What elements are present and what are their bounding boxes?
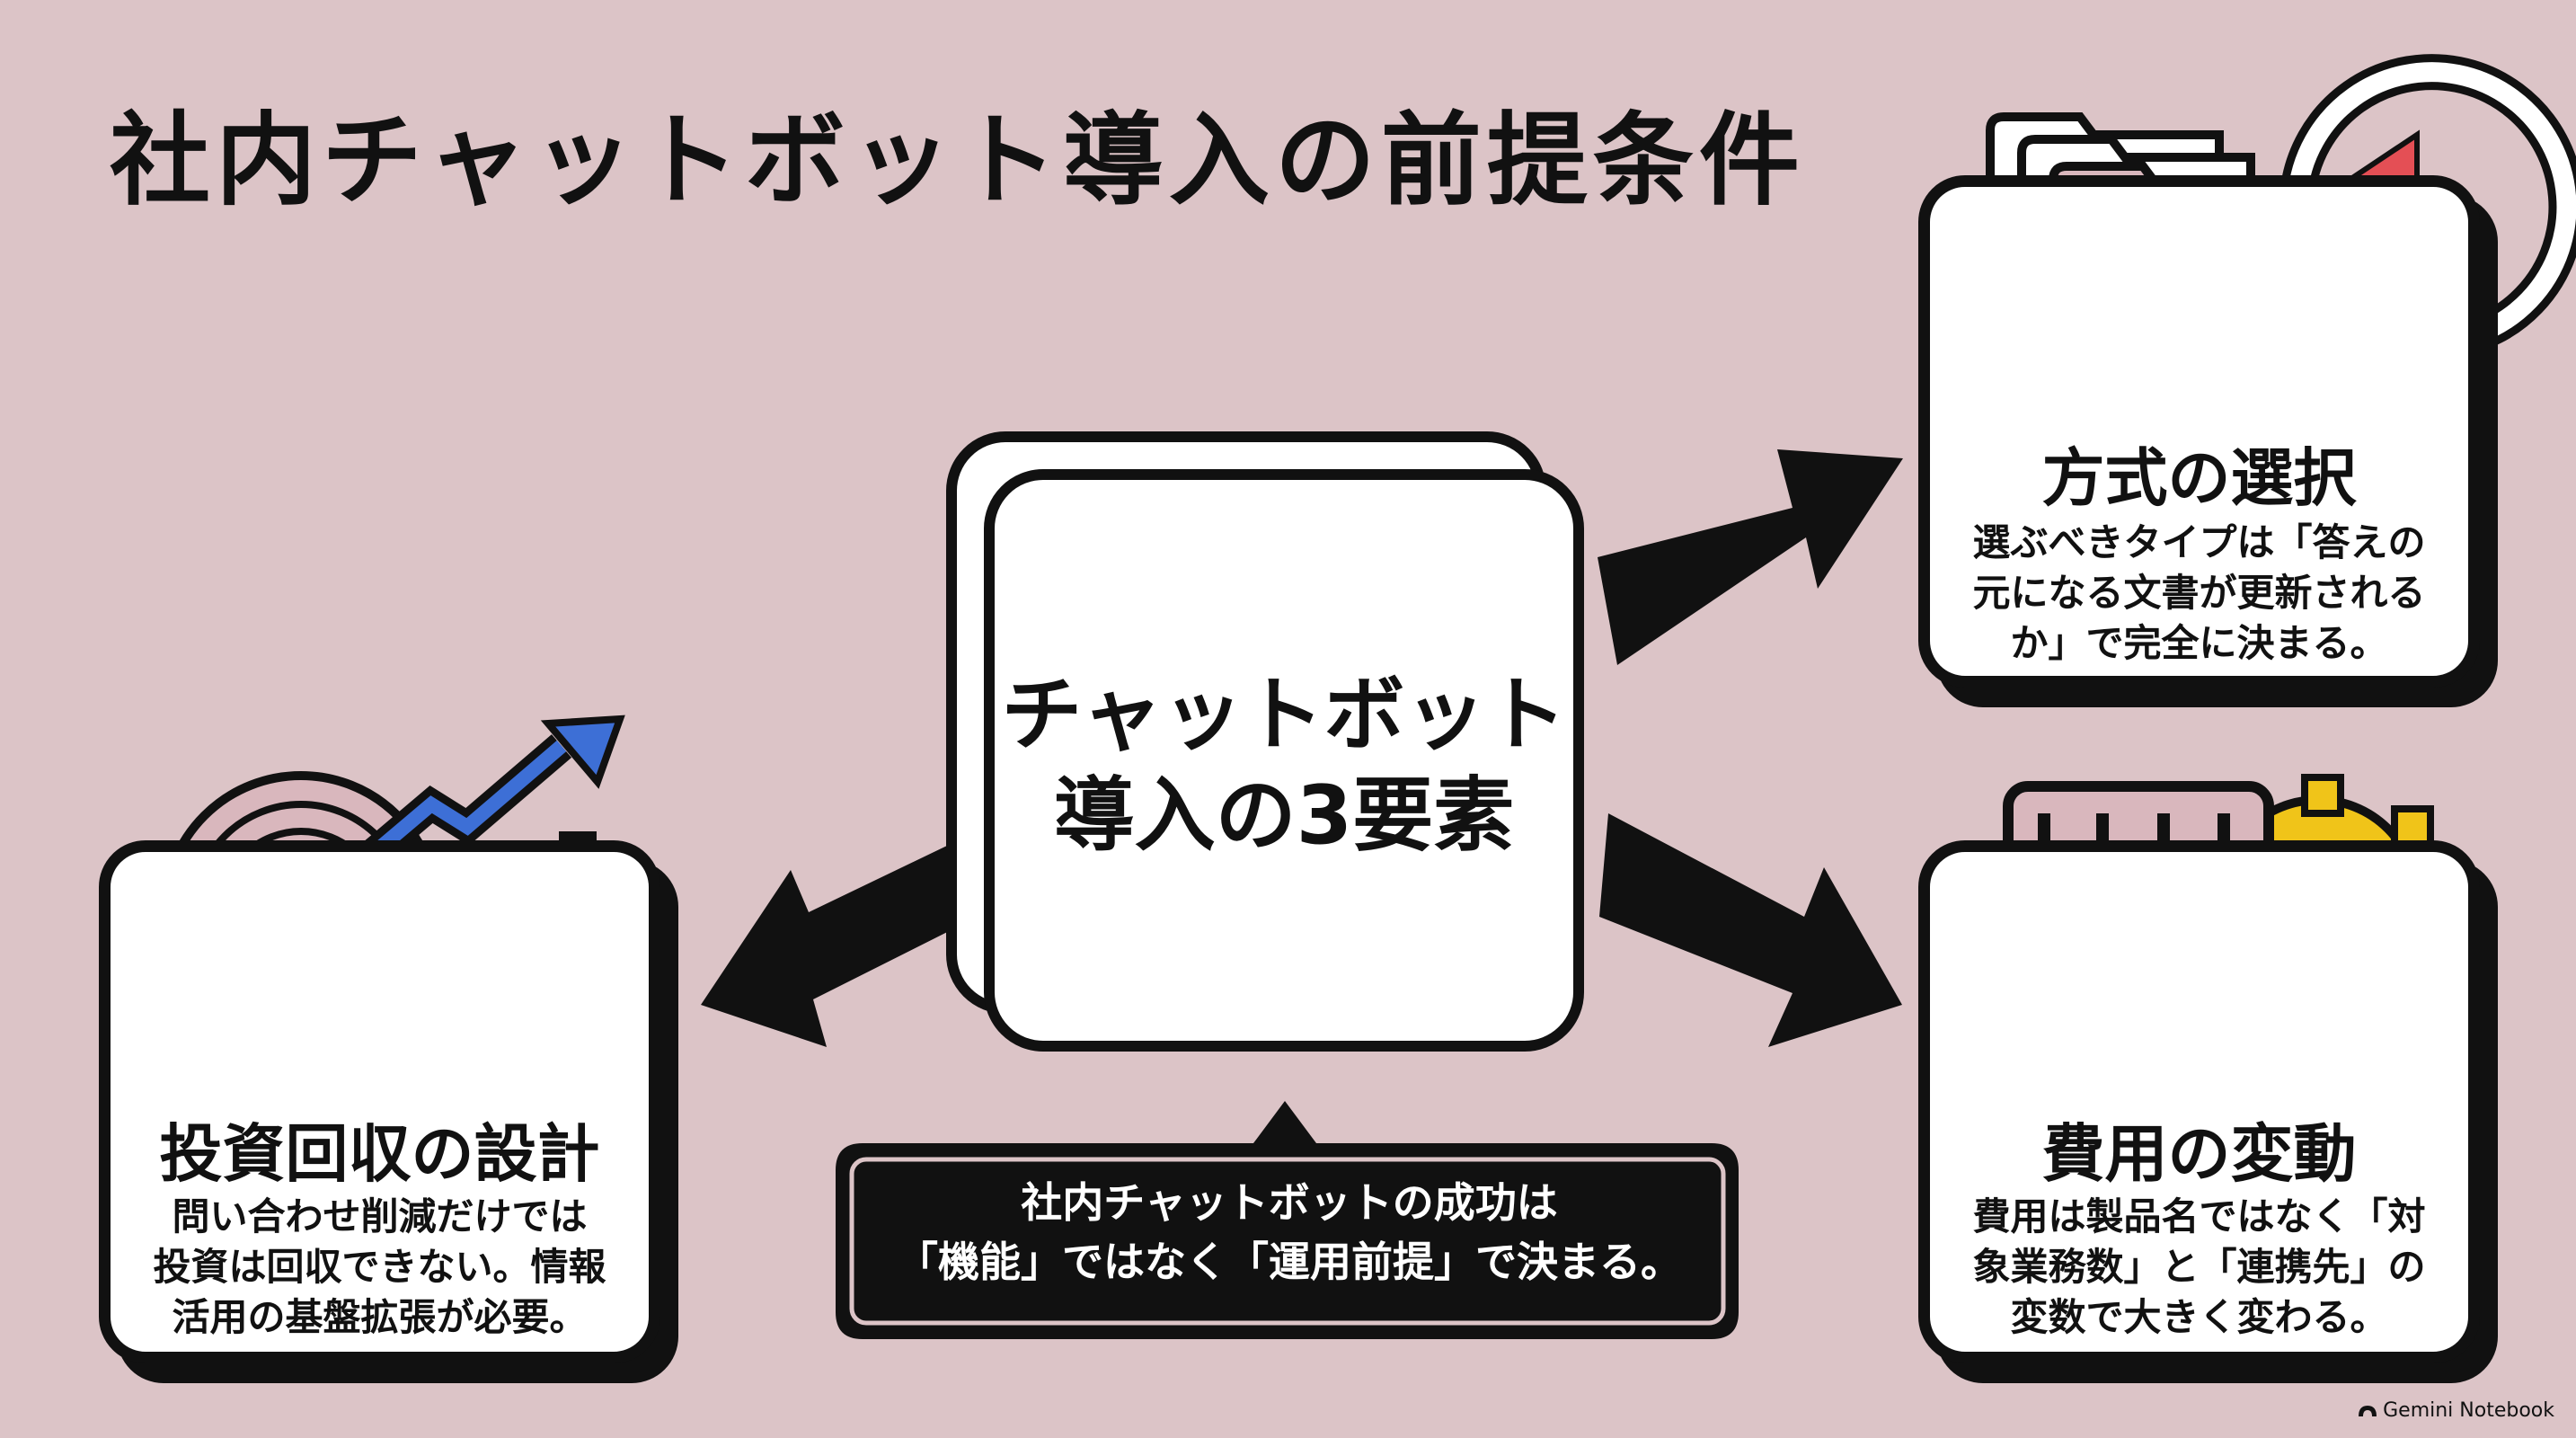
page-title: 社内チャットボット導入の前提条件 (110, 102, 1805, 219)
card-cost-line: 象業務数」と「連携先」の (1972, 1245, 2426, 1289)
card-investment: 投資回収の設計 問い合わせ削減だけでは 投資は回収できない。情報 活用の基盤拡張… (99, 840, 660, 1363)
brand-label: Gemini Notebook (2383, 1399, 2554, 1422)
summary-banner-text: 社内チャットボットの成功は 「機能」ではなく「運用前提」で決まる。 (840, 1173, 1739, 1292)
summary-line: 社内チャットボットの成功は (1021, 1178, 1558, 1227)
card-method-heading: 方式の選択 (2041, 441, 2357, 515)
card-investment-line: 投資は回収できない。情報 (153, 1245, 606, 1289)
card-investment-line: 活用の基盤拡張が必要。 (172, 1295, 588, 1339)
arrow-to-method (1598, 449, 1903, 665)
card-cost-body: 費用は製品名ではなく「対 象業務数」と「連携先」の 変数で大きく変わる。 (1930, 1192, 2468, 1343)
card-method-body: 選ぶべきタイプは「答えの 元になる文書が更新される か」で完全に決まる。 (1930, 518, 2468, 669)
arrow-to-cost (1599, 813, 1902, 1047)
center-title: チャットボット 導入の3要素 (984, 665, 1584, 866)
card-method-line: 選ぶべきタイプは「答えの (1972, 520, 2426, 564)
card-cost: 費用の変動 費用は製品名ではなく「対 象業務数」と「連携先」の 変数で大きく変わ… (1918, 840, 2480, 1363)
card-cost-line: 費用は製品名ではなく「対 (1972, 1194, 2426, 1238)
brand-watermark: Gemini Notebook (2358, 1399, 2554, 1422)
center-title-line: チャットボット (1001, 668, 1567, 762)
card-cost-line: 変数で大きく変わる。 (2010, 1295, 2388, 1339)
summary-banner (836, 1101, 1739, 1339)
arrow-to-investment (701, 822, 996, 1047)
card-cost-heading: 費用の変動 (2041, 1117, 2357, 1191)
center-title-line: 導入の3要素 (1053, 768, 1515, 863)
center-box (984, 469, 1584, 1052)
notebook-logo-icon (2359, 1405, 2377, 1416)
card-method-line: 元になる文書が更新される (1972, 571, 2426, 615)
card-method: 方式の選択 選ぶべきタイプは「答えの 元になる文書が更新される か」で完全に決ま… (1918, 175, 2480, 688)
card-investment-line: 問い合わせ削減だけでは (172, 1194, 588, 1238)
summary-line: 「機能」ではなく「運用前提」で決まる。 (897, 1238, 1682, 1286)
card-method-line: か」で完全に決まる。 (2010, 621, 2388, 665)
card-investment-heading: 投資回収の設計 (159, 1117, 600, 1191)
card-investment-body: 問い合わせ削減だけでは 投資は回収できない。情報 活用の基盤拡張が必要。 (111, 1192, 649, 1343)
